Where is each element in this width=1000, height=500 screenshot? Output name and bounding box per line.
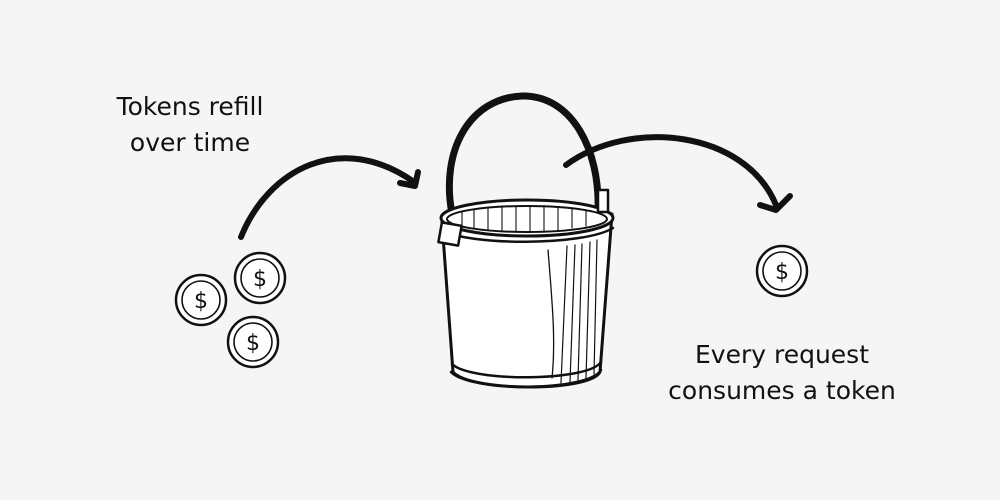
svg-text:$: $ <box>253 267 267 292</box>
bucket-icon <box>437 92 615 389</box>
coin-icon: $ <box>755 244 809 298</box>
refill-label: Tokens refill over time <box>92 89 288 161</box>
svg-text:$: $ <box>194 289 208 314</box>
refill-arrow-icon <box>238 155 421 240</box>
coin-icon: $ <box>226 315 280 369</box>
coin-icon: $ <box>174 273 228 327</box>
refill-label-line-2: over time <box>129 128 251 157</box>
svg-text:$: $ <box>246 331 260 356</box>
consume-label-line-1: Every request <box>694 340 870 369</box>
refill-label-line-1: Tokens refill <box>116 92 264 121</box>
svg-text:$: $ <box>775 260 789 285</box>
consume-label-line-2: consumes a token <box>668 376 896 405</box>
consume-label: Every request consumes a token <box>656 337 908 409</box>
coin-icon: $ <box>233 251 287 305</box>
